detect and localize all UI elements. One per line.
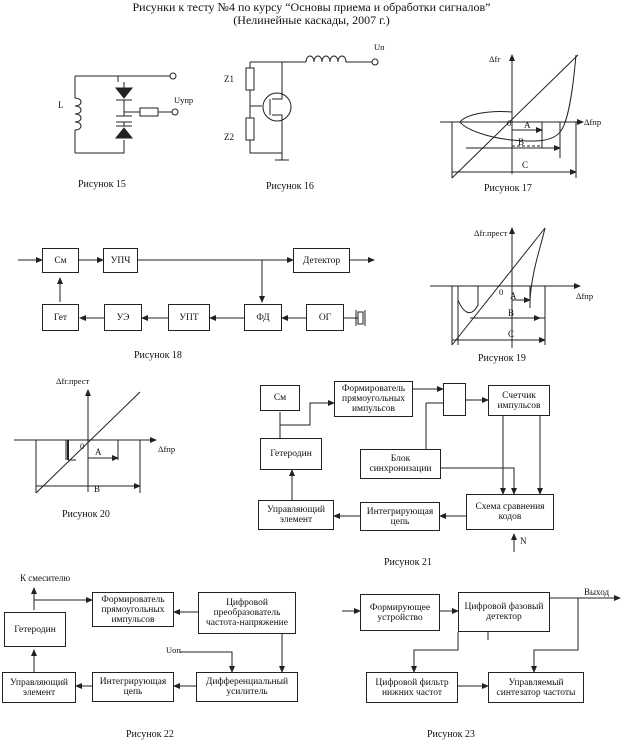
fig22-caption: Рисунок 22	[126, 729, 174, 740]
fig22-uop-label: Uоп	[166, 645, 181, 655]
fig16-caption: Рисунок 16	[266, 181, 314, 192]
fig15-circuit	[74, 72, 179, 154]
fig20-caption: Рисунок 20	[62, 509, 110, 520]
fig23-block-former: Формирующее устройство	[360, 594, 440, 631]
fig21-block-counter: Счетчик импульсов	[488, 385, 550, 416]
fig21-block-heterodyne: Гетеродин	[260, 438, 322, 470]
fig17-caption: Рисунок 17	[484, 183, 532, 194]
fig19-xaxis-label: Δfпр	[576, 291, 594, 301]
fig20-yaxis-label: Δfг.прест	[56, 376, 90, 386]
fig16-circuit	[245, 55, 379, 161]
fig23-block-filter: Цифровой фильтр нижних частот	[366, 672, 458, 703]
fig16-Z1-label: Z1	[224, 74, 234, 84]
fig22-block-integrator: Интегрирующая цепь	[92, 672, 174, 702]
fig22-block-converter: Цифровой преобразователь частота-напряже…	[198, 592, 296, 634]
fig23-output-label: Выход	[584, 587, 610, 597]
header-subtitle: (Нелинейные каскады, 2007 г.)	[233, 13, 390, 27]
fig21-N-label: N	[520, 536, 527, 546]
fig17-xaxis-label: Δfпр	[584, 117, 602, 127]
fig23-block-phase: Цифровой фазовый детектор	[458, 592, 550, 632]
fig21-lines	[279, 383, 543, 552]
fig21-block-integrator: Интегрирующая цепь	[360, 502, 440, 531]
fig15-uupr-label: Uупр	[174, 95, 194, 105]
fig22-block-heterodyne: Гетеродин	[4, 612, 66, 647]
fig21-block-cm: См	[260, 385, 300, 411]
fig21-block-control: Управляющий элемент	[258, 500, 334, 530]
fig22-block-diffamp: Дифференциальный усилитель	[196, 672, 298, 702]
fig18-block-detector: Детектор	[293, 248, 350, 273]
fig18-block-ue: УЭ	[104, 304, 142, 331]
fig21-block-gate	[443, 383, 466, 416]
fig19-B-label: B	[508, 308, 515, 318]
fig17-graph	[440, 54, 584, 179]
fig20-B-label: B	[94, 484, 101, 494]
fig17-yaxis-label: Δfг	[489, 54, 501, 64]
fig19-A-label: A	[510, 291, 517, 301]
fig19-origin-label: 0	[499, 287, 504, 297]
fig18-block-fd: ФД	[244, 304, 282, 331]
header-title: Рисунки к тесту №4 по курсу “Основы прие…	[132, 0, 491, 14]
fig20-A-label: A	[95, 447, 102, 457]
fig17-B-label: B	[518, 137, 525, 147]
fig21-block-comparator: Схема сравнения кодов	[466, 494, 554, 530]
fig23-lines	[342, 595, 621, 689]
fig23-block-synth: Управляемый синтезатор частоты	[488, 672, 584, 703]
fig16-un-label: Uп	[374, 42, 385, 52]
fig21-caption: Рисунок 21	[384, 557, 432, 568]
fig18-caption: Рисунок 18	[134, 350, 182, 361]
fig18-block-cm: См	[42, 248, 79, 273]
fig18-block-og: ОГ	[306, 304, 344, 331]
fig18-block-upt: УПТ	[168, 304, 210, 331]
fig15-L-label: L	[58, 100, 64, 110]
fig15-caption: Рисунок 15	[78, 179, 126, 190]
fig19-graph	[430, 227, 581, 348]
fig21-block-former: Формирователь прямоугольных импульсов	[334, 381, 413, 417]
fig19-caption: Рисунок 19	[478, 353, 526, 364]
fig18-block-upch: УПЧ	[103, 248, 138, 273]
fig17-C-label: C	[522, 160, 529, 170]
fig22-block-control: Управляющий элемент	[2, 672, 76, 703]
fig19-C-label: C	[508, 329, 515, 339]
fig22-lines	[31, 587, 285, 689]
fig20-origin-label: 0	[80, 441, 85, 451]
fig20-xaxis-label: Δfпр	[158, 444, 176, 454]
fig16-Z2-label: Z2	[224, 132, 234, 142]
fig18-lines	[18, 257, 375, 326]
fig17-origin-label: 0	[507, 118, 512, 128]
fig20-graph	[14, 389, 157, 494]
fig19-yaxis-label: Δfг.прест	[474, 228, 508, 238]
fig23-caption: Рисунок 23	[427, 729, 475, 740]
fig18-block-get: Гет	[42, 304, 79, 331]
fig21-block-sync: Блок синхронизации	[360, 449, 441, 479]
fig17-A-label: A	[524, 120, 531, 130]
fig22-block-former: Формирователь прямоугольных импульсов	[92, 592, 174, 627]
fig22-mixer-label: К смесителю	[20, 573, 71, 583]
